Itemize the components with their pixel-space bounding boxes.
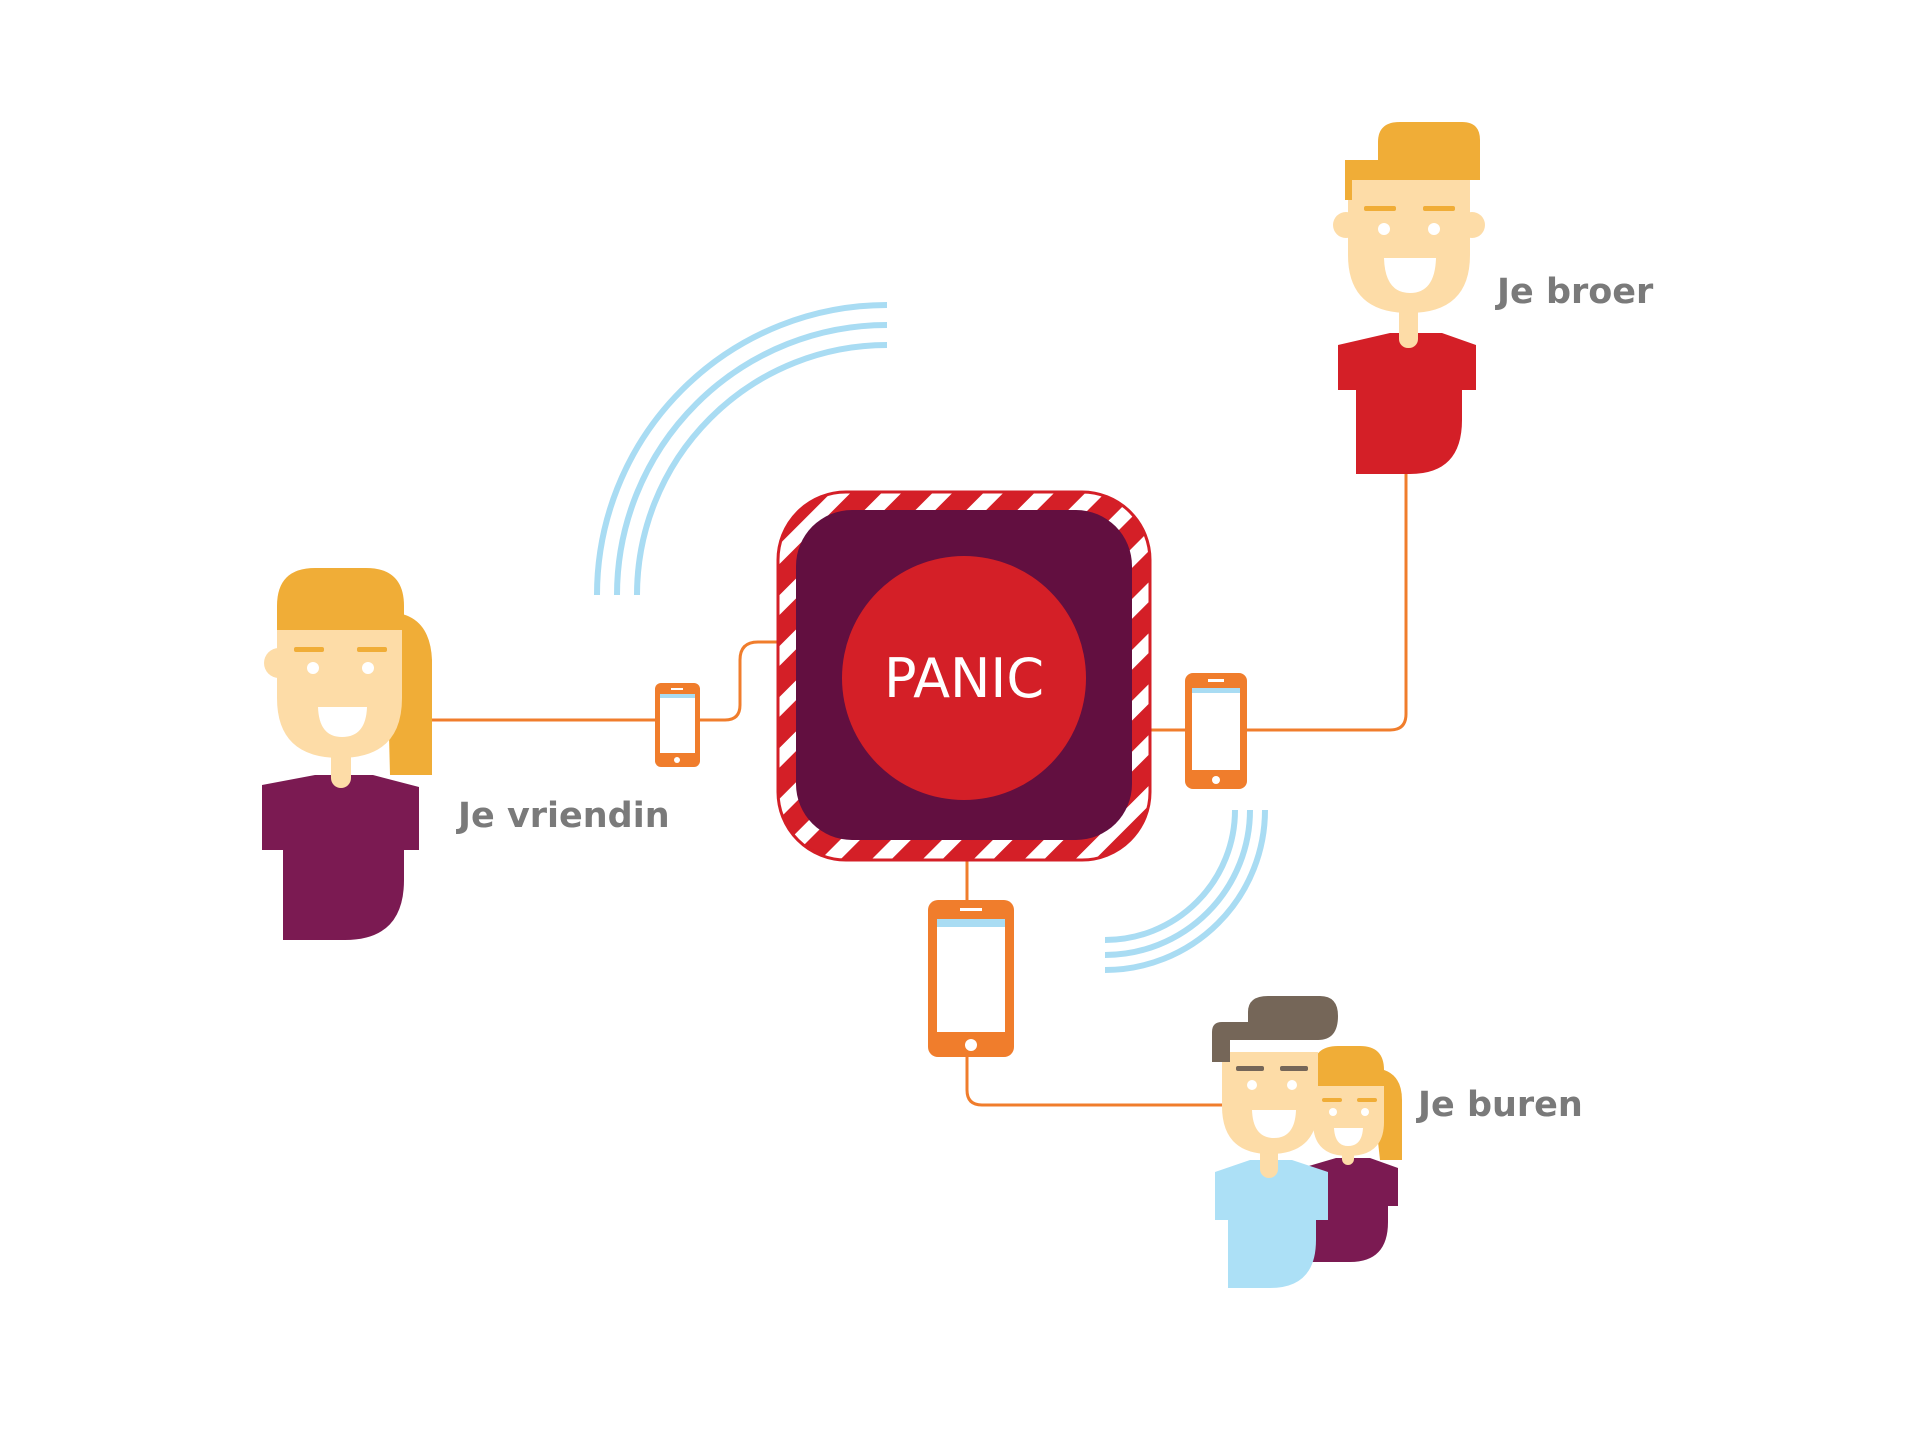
neighbor-man-icon — [1212, 996, 1338, 1288]
panic-button-label: PANIC — [884, 647, 1044, 710]
brother-avatar-icon — [1333, 122, 1485, 474]
friend-avatar-icon — [262, 568, 432, 940]
wire-neighbors — [965, 1055, 1222, 1107]
phone-friend-icon — [655, 683, 700, 767]
friend-label: Je vriendin — [458, 796, 670, 836]
wire-brother — [1145, 470, 1408, 732]
connection-wires — [432, 470, 1408, 1107]
neighbors-avatar-icon — [1212, 996, 1402, 1288]
brother-label: Je broer — [1497, 272, 1654, 312]
signal-waves-top-icon — [594, 302, 888, 596]
panic-box: PANIC — [776, 490, 1152, 862]
signal-waves-bottom-icon — [1104, 809, 1268, 973]
wire-friend-panic — [700, 640, 780, 722]
phone-neighbors-icon — [928, 900, 1014, 1057]
phone-brother-icon — [1185, 673, 1247, 789]
panic-button[interactable] — [842, 556, 1086, 800]
neighbors-label: Je buren — [1418, 1085, 1583, 1125]
